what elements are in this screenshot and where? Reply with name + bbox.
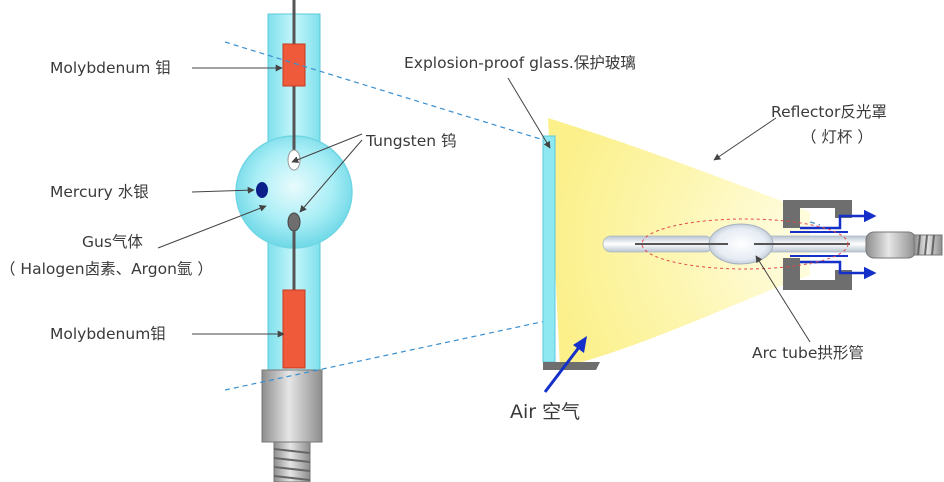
- reflector-housing: [783, 200, 852, 290]
- cooling-flow-arrows: [790, 209, 877, 280]
- leader-lines: [157, 64, 811, 343]
- connector-thread: [913, 234, 943, 256]
- label-halogen-argon: （ Halogen卤素、Argon氩 ）: [0, 260, 213, 278]
- explosion-proof-glass: [542, 135, 556, 363]
- label-explosion-proof-glass: Explosion-proof glass.保护玻璃: [404, 54, 636, 72]
- screw-thread: [273, 441, 311, 482]
- label-reflector: Reflector反光罩: [771, 103, 887, 121]
- label-air: Air 空气: [510, 401, 580, 423]
- label-mercury: Mercury 水银: [50, 183, 149, 201]
- metal-halide-lamp: [235, 0, 353, 482]
- arc-tube-highlight-ellipse: [641, 218, 849, 270]
- label-tungsten: Tungsten 钨: [365, 132, 457, 150]
- label-reflector-cup: （ 灯杯 ）: [801, 128, 873, 146]
- mercury-droplet: [256, 182, 268, 198]
- molybdenum-foil-top: [282, 43, 306, 87]
- molybdenum-foil-bottom: [282, 289, 306, 369]
- reflector-lip: [543, 362, 600, 370]
- label-arc-tube: Arc tube拱形管: [752, 344, 864, 362]
- label-molybdenum-bottom: Molybdenum钼: [50, 325, 166, 343]
- label-gus: Gus气体: [82, 233, 143, 251]
- projection-line-top: [224, 41, 821, 226]
- reflector-assembly: [542, 118, 943, 370]
- lamp-connector: [865, 231, 917, 259]
- lamp-base: [261, 369, 323, 443]
- tungsten-electrode-bottom: [287, 212, 301, 232]
- label-molybdenum-top: Molybdenum 钼: [50, 59, 171, 77]
- air-arrow: [543, 336, 587, 393]
